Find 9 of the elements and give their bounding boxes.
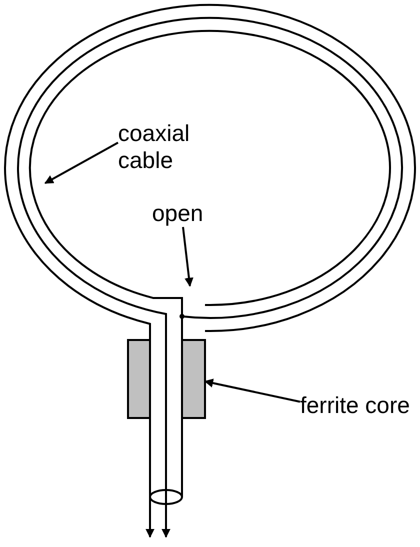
label-text: coaxial cable	[118, 120, 218, 174]
label-text: ferrite core	[300, 392, 410, 419]
label-text: open	[152, 200, 204, 227]
lead-arrow	[146, 504, 154, 538]
leader-arrow	[44, 142, 118, 184]
leader-arrow	[182, 226, 194, 287]
coaxial-cable-loop-drawing	[4, 4, 416, 505]
leader-arrow	[204, 378, 300, 403]
lead-arrow	[162, 504, 170, 538]
